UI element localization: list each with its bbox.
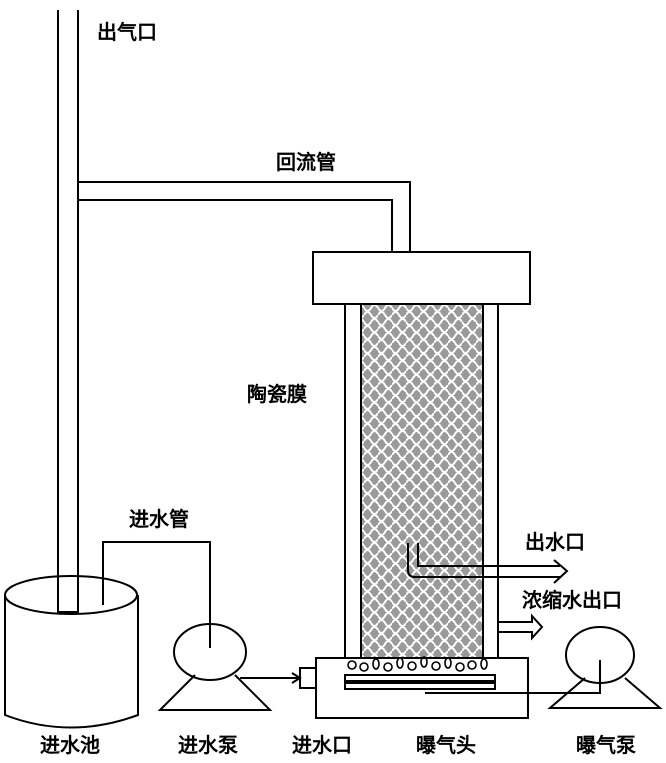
water-outlet-label: 出水口 (525, 530, 585, 554)
bubble (455, 662, 465, 672)
gas-outlet-pipe (57, 10, 79, 613)
concentrate-outlet-arrow (498, 613, 544, 641)
bubble (359, 662, 369, 672)
aeration-pump-label: 曝气泵 (576, 733, 636, 757)
bubble (396, 657, 404, 669)
inlet-pipe-label: 进水管 (129, 507, 189, 531)
inlet-pipe (102, 541, 211, 648)
bubble (480, 658, 488, 670)
return-pipe (78, 181, 411, 252)
inlet-pump-body (173, 623, 247, 681)
aerator-plate-top (344, 674, 496, 682)
bubble (444, 657, 452, 669)
return-pipe-label: 回流管 (276, 150, 336, 174)
inlet-pump-label: 进水泵 (178, 733, 238, 757)
aerator-plate-bottom (344, 682, 496, 690)
bubble (467, 660, 477, 670)
aerator-head-label: 曝气头 (416, 733, 476, 757)
water-outlet-arrow (553, 559, 569, 584)
water-outlet-pipe (407, 543, 560, 578)
water-inlet-port (299, 667, 317, 689)
bubble (372, 658, 380, 670)
bubble (347, 660, 357, 670)
aeration-line (425, 660, 601, 694)
bubble (420, 656, 428, 668)
water-outlet-pipe-inner (417, 543, 560, 567)
bubble (431, 661, 441, 671)
bubble (383, 662, 393, 672)
inlet-tank (4, 595, 139, 729)
return-pipe-inner (78, 199, 393, 252)
water-inlet-label: 进水口 (292, 733, 352, 757)
gas-outlet-label: 出气口 (97, 20, 157, 44)
reactor-column (344, 304, 499, 658)
aeration-bubbles (347, 656, 488, 672)
ceramic-membrane-label: 陶瓷膜 (247, 382, 307, 406)
inlet-tank-label: 进水池 (40, 733, 100, 757)
inlet-tank-rim (4, 575, 138, 615)
concentrate-outlet-label: 浓缩水出口 (522, 588, 622, 612)
reactor-cap (312, 251, 531, 305)
inlet-pump-base (157, 674, 273, 711)
bubble (407, 661, 417, 671)
ceramic-membrane (360, 303, 484, 659)
